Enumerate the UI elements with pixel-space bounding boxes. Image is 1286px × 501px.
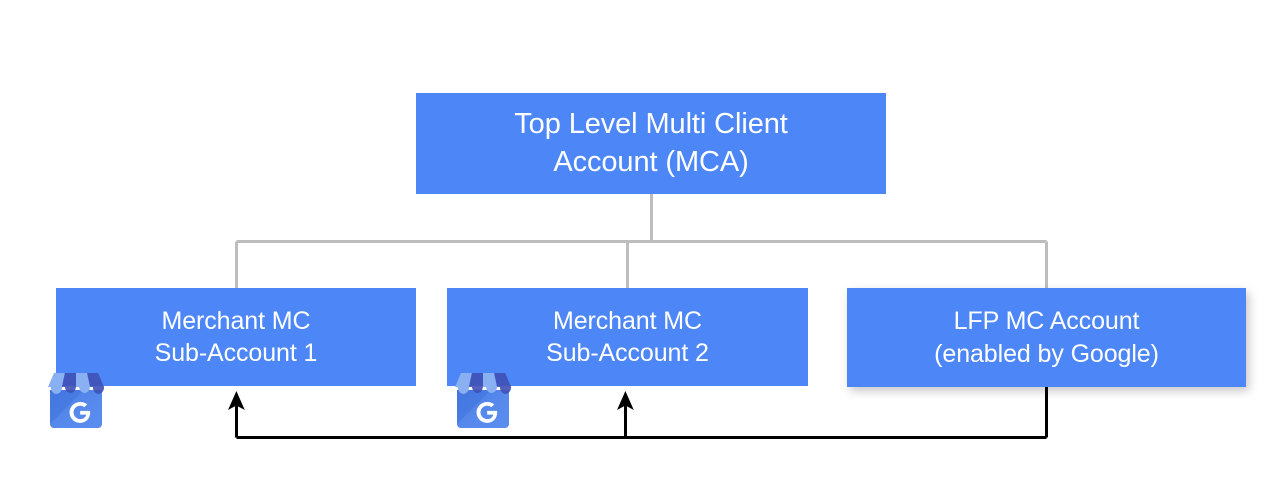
arrowhead-sub1 — [228, 391, 245, 410]
feedback-connector-group — [234, 387, 1048, 440]
arrowhead-sub2 — [617, 391, 634, 410]
feedback-arrowheads — [228, 391, 634, 410]
google-my-business-storefront-icon — [455, 373, 512, 428]
node-lfp-mc-account-label: LFP MC Account (enabled by Google) — [934, 307, 1159, 368]
node-top-level-mca-label: Top Level Multi Client Account (MCA) — [514, 107, 788, 178]
node-top-level-mca[interactable]: Top Level Multi Client Account (MCA) — [416, 93, 886, 194]
node-lfp-mc-account[interactable]: LFP MC Account (enabled by Google) — [847, 288, 1246, 387]
node-merchant-mc-sub-account-2-label: Merchant MC Sub-Account 2 — [546, 306, 709, 368]
node-merchant-mc-sub-account-1[interactable]: Merchant MC Sub-Account 1 — [56, 288, 416, 386]
tree-connector-group — [235, 194, 1048, 288]
node-merchant-mc-sub-account-2[interactable]: Merchant MC Sub-Account 2 — [447, 288, 808, 386]
google-my-business-storefront-icon — [48, 373, 105, 428]
node-merchant-mc-sub-account-1-label: Merchant MC Sub-Account 1 — [154, 306, 318, 368]
